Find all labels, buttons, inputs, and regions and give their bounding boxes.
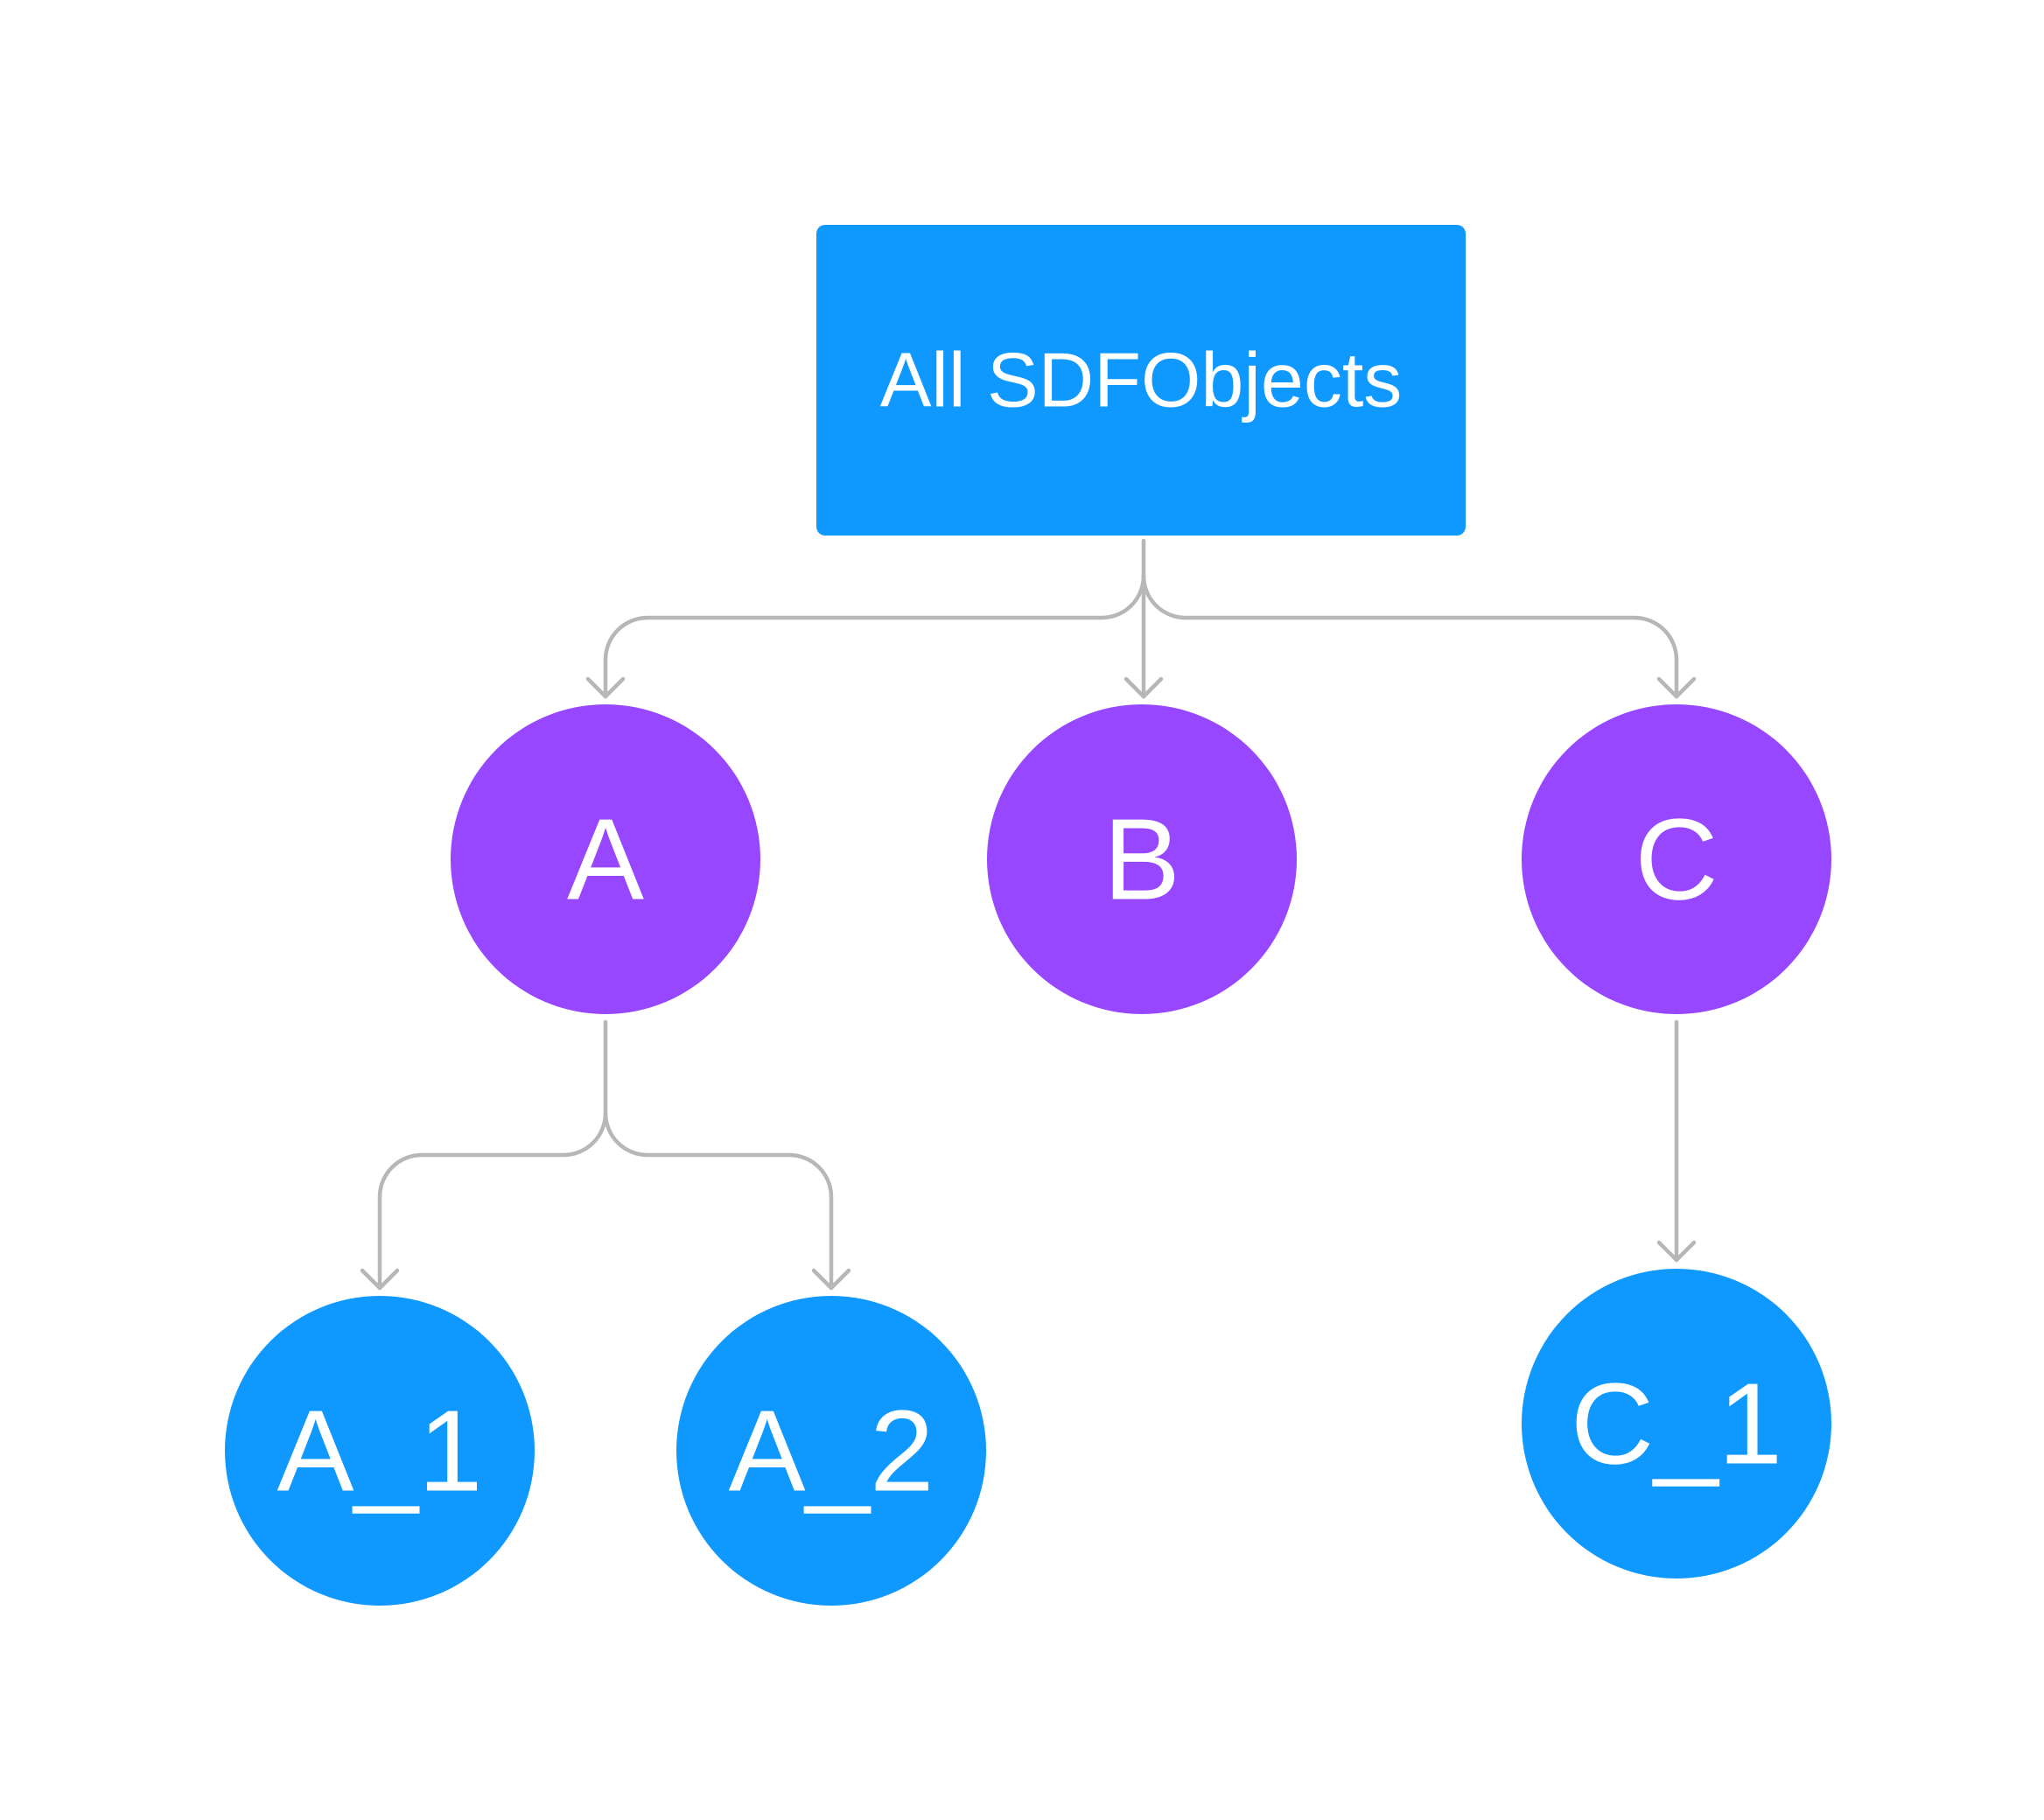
root-box bbox=[816, 225, 1466, 536]
node-c: C bbox=[1522, 704, 1831, 1014]
node-c1: C_1 bbox=[1522, 1269, 1831, 1578]
node-c1-circle bbox=[1522, 1269, 1831, 1578]
node-a2-label: A_2 bbox=[729, 1387, 934, 1516]
root-node: All SDFObjects bbox=[816, 225, 1466, 536]
edge-root-to-a bbox=[603, 538, 1146, 699]
arrowhead-c1 bbox=[1656, 1240, 1697, 1263]
arrowhead-c bbox=[1656, 676, 1697, 699]
connectors bbox=[360, 538, 1697, 1291]
arrowhead-a1 bbox=[360, 1268, 400, 1291]
node-a2: A_2 bbox=[676, 1296, 986, 1606]
node-b: B bbox=[987, 704, 1297, 1014]
node-b-label: B bbox=[1103, 795, 1180, 924]
arrowhead-b bbox=[1124, 676, 1164, 699]
node-c1-label: C_1 bbox=[1571, 1360, 1782, 1488]
node-c-circle bbox=[1522, 704, 1831, 1014]
edge-a-to-a2 bbox=[603, 1110, 834, 1291]
node-b-circle bbox=[987, 704, 1297, 1014]
arrowhead-a2 bbox=[811, 1268, 851, 1291]
node-a2-circle bbox=[676, 1296, 986, 1606]
node-a1-label: A_1 bbox=[277, 1387, 483, 1516]
edge-root-to-c bbox=[1141, 573, 1679, 699]
root-label: All SDFObjects bbox=[880, 337, 1403, 424]
edge-a-to-a1 bbox=[377, 1019, 608, 1291]
node-a1-circle bbox=[225, 1296, 535, 1606]
node-a-circle bbox=[451, 704, 760, 1014]
node-a-label: A bbox=[567, 795, 644, 924]
node-a: A bbox=[451, 704, 760, 1014]
arrowhead-a bbox=[585, 676, 626, 699]
node-a1: A_1 bbox=[225, 1296, 535, 1606]
node-c-label: C bbox=[1634, 795, 1718, 924]
